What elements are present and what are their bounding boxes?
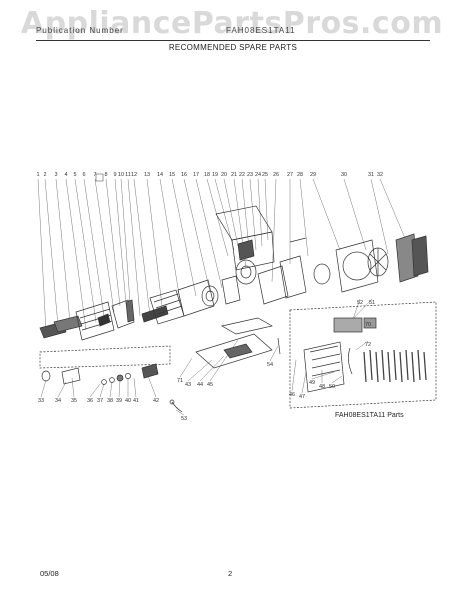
part-condenser-grille [411, 235, 429, 277]
callout-23: 23 [247, 172, 253, 178]
callout-31: 31 [368, 172, 374, 178]
callout-13: 13 [144, 172, 150, 178]
part-capacitor [333, 317, 363, 333]
part-control-box [231, 231, 275, 271]
callout-40: 40 [125, 398, 131, 404]
callout-19: 19 [212, 172, 218, 178]
callout-47: 47 [299, 394, 305, 400]
callout-11: 11 [125, 172, 131, 178]
callout-49: 49 [309, 380, 315, 386]
part-bulkhead [279, 255, 307, 299]
callout-16: 16 [181, 172, 187, 178]
callout-35: 35 [71, 398, 77, 404]
part-top-housing [215, 205, 273, 241]
part-blower-wheel [201, 285, 219, 307]
callout-6: 6 [82, 172, 85, 178]
callout-9: 9 [113, 172, 116, 178]
header-model-number: FAH08ES1TA11 [226, 26, 296, 35]
page-title: RECOMMENDED SPARE PARTS [168, 43, 298, 52]
callout-10: 10 [118, 172, 124, 178]
callout-53: 53 [181, 416, 187, 422]
callout-54: 54 [267, 362, 273, 368]
part-condenser-motor [313, 263, 331, 285]
header-publication-label: Publication Number [36, 26, 124, 35]
callout-41: 41 [133, 398, 139, 404]
callout-3: 3 [54, 172, 57, 178]
callout-70: 70 [365, 322, 371, 328]
part-front-grille [75, 301, 115, 341]
callout-18: 18 [204, 172, 210, 178]
callout-30: 30 [341, 172, 347, 178]
callout-33: 33 [38, 398, 44, 404]
callout-46: 46 [289, 392, 295, 398]
callout-43: 43 [185, 382, 191, 388]
part-drain-cover [221, 317, 273, 335]
part-fan-motor-bracket [221, 275, 241, 305]
part-knob [41, 370, 51, 382]
callout-4: 4 [64, 172, 67, 178]
part-power-cord [171, 401, 183, 413]
callout-71: 71 [177, 378, 183, 384]
callout-51: 51 [369, 300, 375, 306]
part-base-pan [195, 333, 273, 369]
callout-8: 8 [104, 172, 107, 178]
inset-knob-box [39, 345, 171, 369]
callout-2: 2 [43, 172, 46, 178]
part-fan-motor [235, 259, 257, 285]
callout-24: 24 [255, 172, 261, 178]
inset-sealed-system-box [289, 301, 437, 409]
callout-5: 5 [73, 172, 76, 178]
callout-7: 7 [93, 172, 96, 178]
callout-34: 34 [55, 398, 61, 404]
callout-50: 50 [329, 384, 335, 390]
part-blower-housing [177, 279, 215, 317]
footer-date: 05/08 [40, 569, 59, 578]
callout-36: 36 [87, 398, 93, 404]
callout-29: 29 [310, 172, 316, 178]
callout-38: 38 [107, 398, 113, 404]
callout-42: 42 [153, 398, 159, 404]
callout-15: 15 [169, 172, 175, 178]
part-coil-assembly [303, 341, 345, 393]
callout-45: 45 [207, 382, 213, 388]
callout-28: 28 [297, 172, 303, 178]
part-copper-tube [348, 347, 353, 375]
callout-17: 17 [193, 172, 199, 178]
callout-20: 20 [221, 172, 227, 178]
callout-52: 52 [357, 300, 363, 306]
callout-48: 48 [319, 384, 325, 390]
part-condenser-shroud [335, 239, 379, 293]
callout-1: 1 [36, 172, 39, 178]
watermark-logo: AppliancePartsPros.com [20, 6, 444, 41]
callout-32: 32 [377, 172, 383, 178]
part-frame-strip [125, 299, 135, 323]
part-filter-2 [53, 315, 83, 333]
callout-72: 72 [365, 342, 371, 348]
callout-21: 21 [231, 172, 237, 178]
callout-39: 39 [116, 398, 122, 404]
callout-27: 27 [287, 172, 293, 178]
header-divider [36, 40, 430, 41]
callout-12: 12 [131, 172, 137, 178]
callout-44: 44 [197, 382, 203, 388]
part-center-partition [257, 265, 289, 305]
callout-22: 22 [239, 172, 245, 178]
part-control-panel [97, 313, 111, 327]
callout-26: 26 [273, 172, 279, 178]
footer-page-number: 2 [228, 569, 233, 578]
callout-25: 25 [262, 172, 268, 178]
diagram-title: FAH08ES1TA11 Parts [335, 412, 404, 419]
callout-14: 14 [157, 172, 163, 178]
callout-37: 37 [97, 398, 103, 404]
part-relay [363, 317, 377, 329]
part-front-frame [111, 299, 135, 329]
part-display-board [61, 367, 81, 385]
part-switch [141, 363, 159, 379]
